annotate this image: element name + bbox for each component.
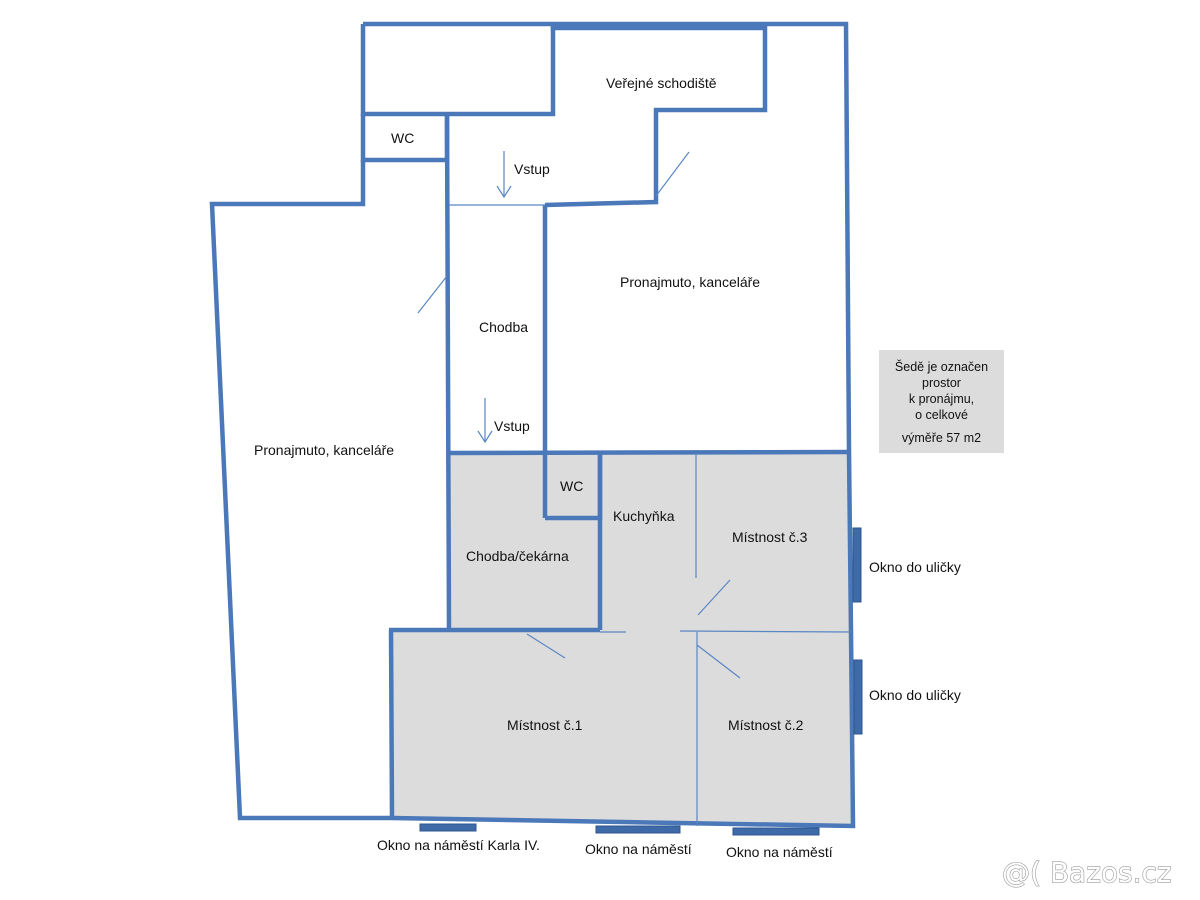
label-window-square-1: Okno na náměstí	[585, 841, 692, 857]
label-window-square-karla: Okno na náměstí Karla IV.	[377, 837, 540, 853]
corridor-left-wall	[444, 113, 452, 631]
watermark-logo: @( Bazos.cz	[1002, 856, 1172, 889]
room-labels: Veřejné schodiště WC Vstup Chodba Vstup …	[254, 75, 808, 733]
label-corridor: Chodba	[479, 319, 528, 335]
label-public-stairs: Veřejné schodiště	[606, 75, 717, 91]
legend-background	[879, 350, 1004, 453]
thin-lines	[417, 151, 852, 826]
label-room-1: Místnost č.1	[507, 717, 583, 733]
walls	[209, 21, 856, 829]
rental-area	[391, 452, 853, 826]
wc-inner-fill	[545, 453, 600, 518]
top-left-box	[360, 24, 556, 117]
label-wc-top: WC	[391, 130, 414, 146]
door-room3	[697, 579, 731, 616]
window-alley-2	[853, 659, 863, 735]
label-rented-offices-left: Pronajmuto, kanceláře	[254, 442, 394, 458]
legend-line-5: výměře 57 m2	[902, 431, 981, 445]
window-square-2	[732, 827, 820, 836]
window-square-1	[595, 825, 681, 834]
label-entrance-bottom: Vstup	[494, 418, 530, 434]
legend-line-1: Šedě je označen	[895, 359, 988, 374]
label-waiting-room: Chodba/čekárna	[466, 548, 569, 564]
window-square-karla	[419, 823, 477, 832]
rental-area-lower	[391, 630, 853, 826]
door-left-office	[417, 275, 448, 314]
label-kitchenette: Kuchyňka	[613, 508, 675, 524]
door-room2	[696, 644, 741, 679]
label-wc-inner: WC	[560, 478, 583, 494]
window-alley-1	[852, 527, 862, 603]
window-labels: Okno do uličky Okno do uličky Okno na ná…	[377, 559, 961, 860]
legend-line-4: o celkové	[915, 408, 968, 422]
label-room-3: Místnost č.3	[732, 529, 808, 545]
label-entrance-top: Vstup	[514, 161, 550, 177]
door-stairs	[655, 151, 690, 197]
room1-left-wall	[388, 629, 395, 819]
down-arrow-icon	[496, 151, 512, 199]
down-arrow-icon	[477, 398, 493, 444]
windows	[419, 527, 863, 836]
label-rented-offices-right: Pronajmuto, kanceláře	[620, 274, 760, 290]
legend-line-2: prostor	[922, 376, 961, 390]
door-room1	[526, 633, 566, 659]
room3-bottom-line	[679, 630, 852, 633]
rental-top-wall	[448, 449, 850, 456]
legend-box: Šedě je označen prostor k pronájmu, o ce…	[879, 350, 1004, 453]
label-window-square-2: Okno na náměstí	[726, 844, 833, 860]
legend-line-3: k pronájmu,	[909, 392, 974, 406]
stair-box	[544, 24, 768, 208]
label-room-2: Místnost č.2	[728, 717, 804, 733]
label-window-alley-1: Okno do uličky	[869, 559, 961, 575]
label-window-alley-2: Okno do uličky	[869, 687, 961, 703]
outer-wall	[209, 21, 856, 829]
